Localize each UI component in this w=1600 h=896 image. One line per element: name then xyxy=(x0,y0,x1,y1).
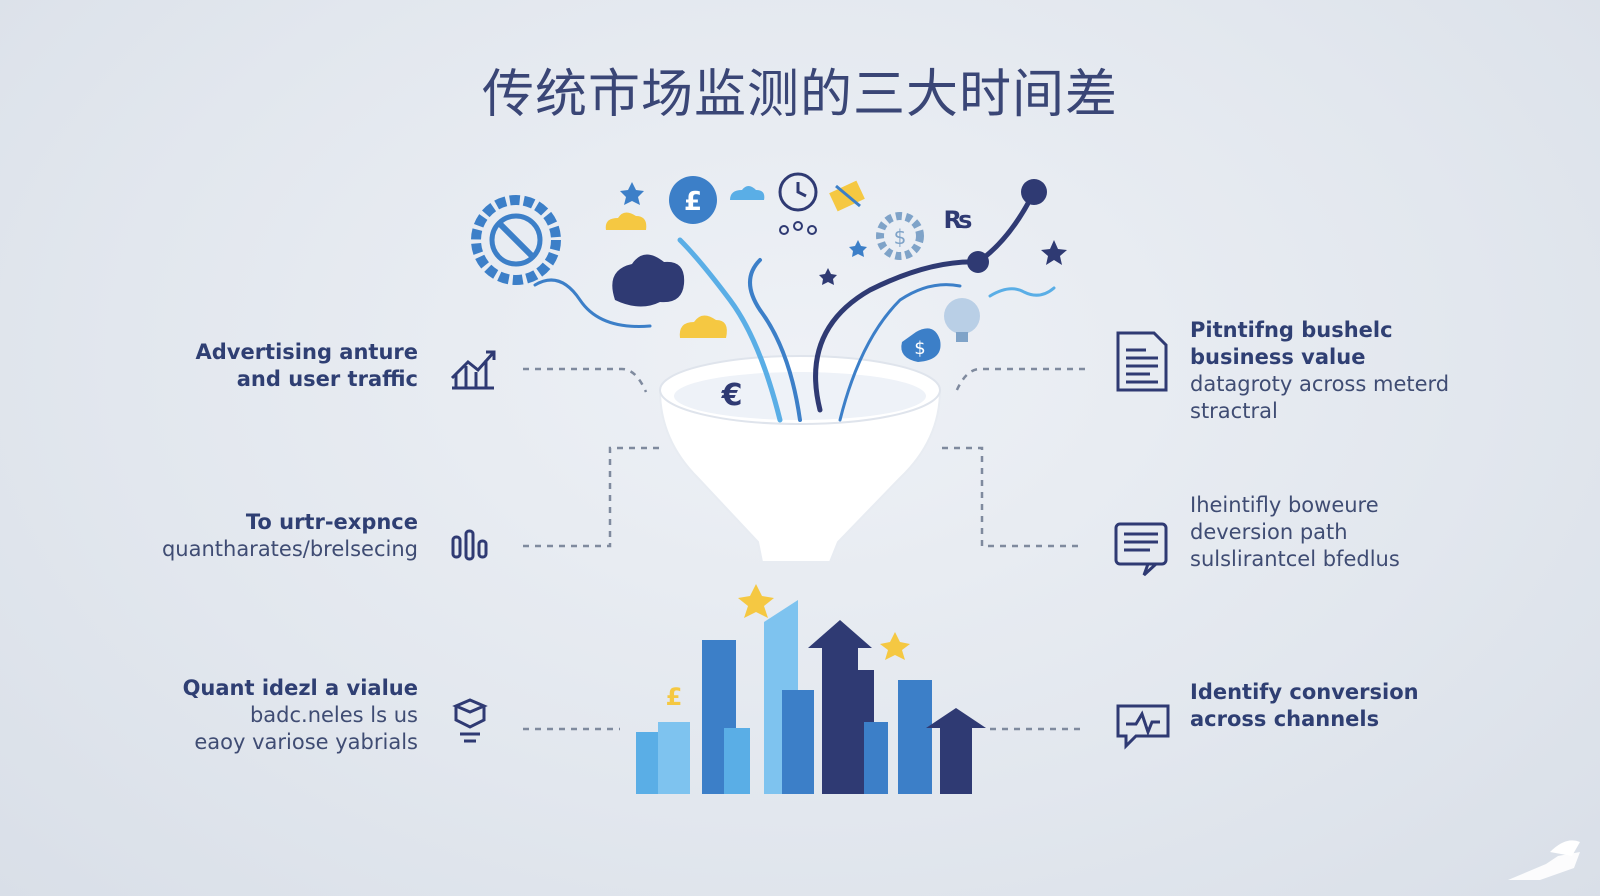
dollar-drop-icon: $ xyxy=(901,328,941,362)
bar-chart-graphic: £ xyxy=(636,584,986,794)
right-item-1-line-1: Pitntifng bushelc xyxy=(1190,318,1393,342)
connector-left-2 xyxy=(523,446,660,548)
connector-left-1 xyxy=(523,367,648,393)
clock-icon xyxy=(778,172,818,212)
left-item-1-line-2: and user traffic xyxy=(236,367,418,391)
svg-text:₨: ₨ xyxy=(944,206,973,234)
satellite-icon xyxy=(829,180,865,212)
left-item-2-line-1: To urtr-expnce xyxy=(245,510,418,534)
right-item-2-line-1: Iheintifly boweure xyxy=(1190,493,1379,517)
left-item-3: Quant idezl a vialue badc.neles ls us ea… xyxy=(88,675,418,756)
right-item-1-line-2: business value xyxy=(1190,345,1366,369)
left-item-3-line-2: badc.neles ls us xyxy=(249,703,418,727)
ruble-icon: ₨ xyxy=(944,206,973,234)
lightbulb-icon xyxy=(944,298,980,342)
funnel xyxy=(658,355,942,563)
list-document-icon xyxy=(1114,522,1168,577)
right-item-2-line-3: sulslirantcel bfedlus xyxy=(1190,547,1400,571)
bar-star-icon xyxy=(738,584,774,618)
gear-icon: $ xyxy=(876,212,924,260)
connector-right-1 xyxy=(954,367,1085,393)
right-item-3-line-1: Identify conversion xyxy=(1190,680,1419,704)
trend-chart-icon xyxy=(450,350,496,390)
right-item-2: Iheintifly boweure deversion path sulsli… xyxy=(1190,492,1490,573)
right-item-3-line-2: across channels xyxy=(1190,707,1380,731)
right-item-1-line-4: stractral xyxy=(1190,399,1278,423)
left-item-2: To urtr-expnce quantharates/brelsecing xyxy=(88,509,418,563)
yellow-cloud-icon xyxy=(679,315,727,338)
left-item-3-line-3: eaoy variose yabrials xyxy=(194,730,418,754)
cloud-icon xyxy=(612,254,685,307)
bubbles-icon xyxy=(779,221,817,235)
corner-logo-icon xyxy=(1508,840,1580,880)
svg-text:£: £ xyxy=(684,187,702,217)
page-title: 传统市场监测的三大时间差 xyxy=(481,65,1118,125)
left-item-1-line-1: Advertising anture xyxy=(195,340,418,364)
small-cloud-icon xyxy=(605,212,647,230)
star-icon-3 xyxy=(819,268,837,285)
left-item-2-line-2: quantharates/brelsecing xyxy=(161,537,418,561)
right-item-1: Pitntifng bushelc business value datagro… xyxy=(1190,317,1490,425)
bar-star-icon-2 xyxy=(880,632,910,660)
cube-stack-icon xyxy=(452,698,488,743)
signal-bars-icon xyxy=(451,529,488,561)
svg-text:$: $ xyxy=(894,225,907,249)
euro-icon: € xyxy=(721,378,743,413)
stream-node-dot xyxy=(967,251,989,273)
star-icon xyxy=(620,182,644,205)
svg-text:€: € xyxy=(721,378,743,413)
sparkle-stars xyxy=(620,182,1067,285)
star-icon-4 xyxy=(849,240,867,257)
right-item-1-line-3: datagroty across meterd xyxy=(1190,372,1450,396)
left-item-1: Advertising anture and user traffic xyxy=(88,339,418,393)
right-item-3: Identify conversion across channels xyxy=(1190,679,1490,733)
blocked-gear-icon xyxy=(471,195,561,285)
stream-end-dot xyxy=(1021,179,1047,205)
svg-text:$: $ xyxy=(914,338,925,359)
connector-lines xyxy=(523,367,1085,731)
pound-coin-icon: £ xyxy=(669,176,717,224)
right-item-2-line-2: deversion path xyxy=(1190,520,1348,544)
connector-right-2 xyxy=(940,446,1078,548)
left-item-3-line-1: Quant idezl a vialue xyxy=(182,676,418,700)
bar-euro-icon: £ xyxy=(666,683,683,711)
blue-cloud-icon xyxy=(730,186,765,200)
document-icon xyxy=(1116,331,1168,392)
chat-signal-icon xyxy=(1116,704,1170,750)
star-icon-2 xyxy=(1041,240,1067,265)
data-streams xyxy=(533,189,1056,423)
